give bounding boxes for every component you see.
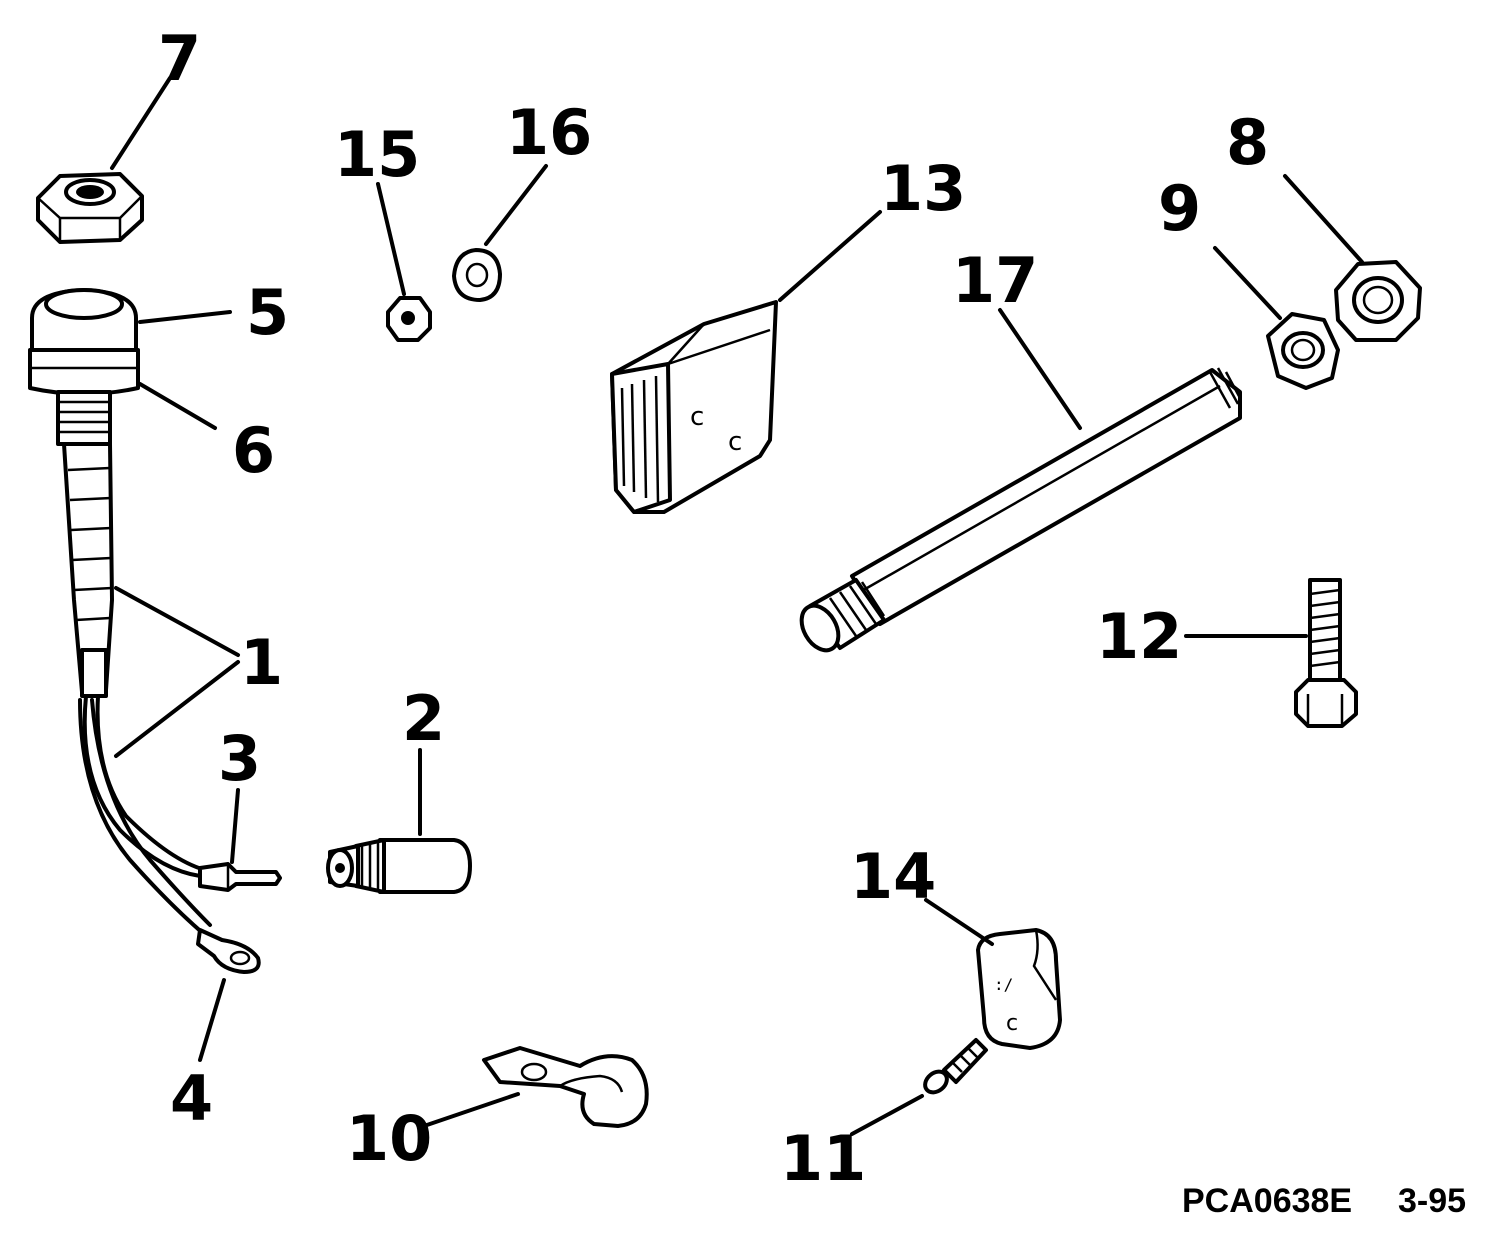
clamp-block-part-14: :/ c <box>976 928 1062 1050</box>
bolt-part-12 <box>1294 578 1358 728</box>
callout-8: 8 <box>1226 106 1269 179</box>
nut-part-8 <box>1334 260 1422 342</box>
callout-3: 3 <box>218 722 261 795</box>
callout-6: 6 <box>232 414 275 487</box>
callout-13: 13 <box>880 152 966 225</box>
bracket-block-part-13: c c <box>610 300 778 514</box>
hex-nut-part-7 <box>36 172 144 244</box>
figure-code: PCA0638E <box>1182 1182 1352 1220</box>
callout-10: 10 <box>346 1102 432 1175</box>
cable-clip-part-10 <box>482 1046 649 1128</box>
callout-1: 1 <box>240 626 283 699</box>
callout-9: 9 <box>1158 172 1201 245</box>
callout-12: 12 <box>1096 600 1182 673</box>
washer-part-16 <box>452 248 502 302</box>
bullet-terminal-part-3 <box>198 862 282 892</box>
ring-terminal-part-4 <box>196 928 261 974</box>
callout-labels: 1 2 3 4 5 6 7 8 9 10 11 12 13 14 15 16 1… <box>158 22 1269 1195</box>
nut-part-9 <box>1266 312 1340 390</box>
callout-15: 15 <box>334 118 420 191</box>
screw-part-11 <box>923 1038 988 1095</box>
sender-assembly-part-5-6-1 <box>28 288 212 937</box>
callout-7: 7 <box>158 22 201 95</box>
figure-date: 3-95 <box>1398 1182 1466 1220</box>
connector-sleeve-part-2 <box>326 838 472 894</box>
svg-text:c: c <box>728 427 742 457</box>
callout-16: 16 <box>506 96 592 169</box>
callout-14: 14 <box>850 840 936 913</box>
threaded-rod-part-17 <box>799 367 1242 653</box>
svg-text:c: c <box>1006 1011 1018 1036</box>
svg-text:c: c <box>690 402 704 432</box>
small-nut-part-15 <box>386 296 432 342</box>
callout-2: 2 <box>402 682 445 755</box>
callout-17: 17 <box>952 244 1038 317</box>
callout-11: 11 <box>780 1122 866 1195</box>
callout-4: 4 <box>170 1062 213 1135</box>
footer: PCA0638E 3-95 <box>1182 1182 1466 1220</box>
callout-5: 5 <box>246 276 289 349</box>
svg-text::/: :/ <box>994 975 1013 994</box>
